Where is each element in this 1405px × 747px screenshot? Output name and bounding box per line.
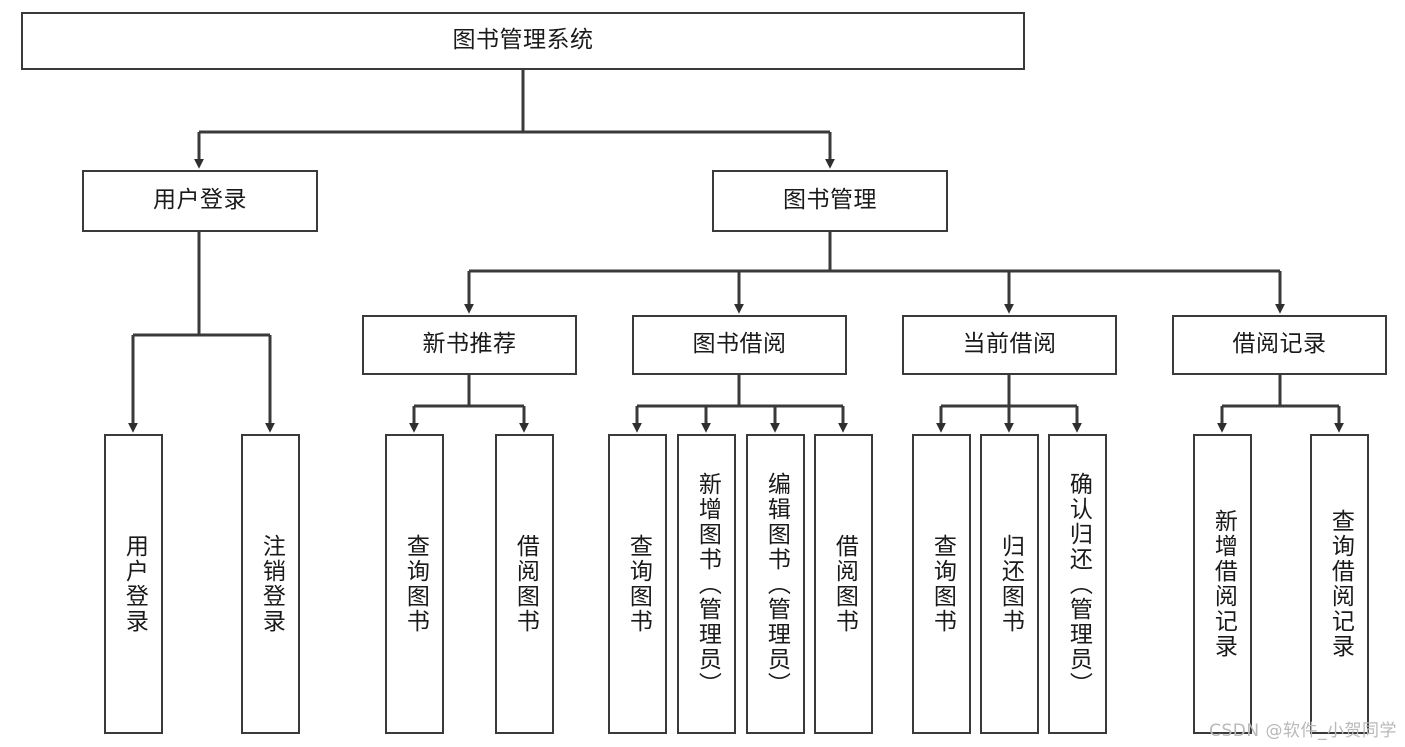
node-label: 归还图书 [997,534,1024,634]
node-label: 图书管理系统 [452,27,594,54]
node-label: 新增图书（管理员） [694,471,721,697]
node-leaf-query-record[interactable]: 查询借阅记录 [1310,434,1369,734]
node-label: 新增借阅记录 [1210,509,1237,659]
node-user-login[interactable]: 用户登录 [82,170,318,232]
node-leaf-borrow-book-2[interactable]: 借阅图书 [814,434,873,734]
node-label: 查询图书 [625,534,652,634]
node-root-book-management-system[interactable]: 图书管理系统 [21,12,1025,70]
node-leaf-query-book-1[interactable]: 查询图书 [385,434,444,734]
node-label: 注销登录 [258,534,285,634]
node-label: 编辑图书（管理员） [763,471,790,697]
node-leaf-query-book-3[interactable]: 查询图书 [912,434,971,734]
node-label: 借阅图书 [512,534,539,634]
node-label: 借阅图书 [831,534,858,634]
node-leaf-confirm-return[interactable]: 确认归还（管理员） [1048,434,1107,734]
node-label: 借阅记录 [1232,331,1327,358]
node-leaf-add-book[interactable]: 新增图书（管理员） [677,434,736,734]
node-label: 查询图书 [929,534,956,634]
node-label: 图书管理 [783,187,877,214]
node-label: 当前借阅 [962,331,1057,358]
node-label: 图书借阅 [692,331,787,358]
node-book-borrow[interactable]: 图书借阅 [632,315,847,375]
node-new-book-recommend[interactable]: 新书推荐 [362,315,577,375]
node-leaf-borrow-book-1[interactable]: 借阅图书 [495,434,554,734]
node-label: 用户登录 [121,534,148,634]
node-leaf-edit-book[interactable]: 编辑图书（管理员） [746,434,805,734]
node-leaf-add-record[interactable]: 新增借阅记录 [1193,434,1252,734]
node-label: 新书推荐 [422,331,517,358]
node-label: 用户登录 [153,187,247,214]
node-leaf-logout-login[interactable]: 注销登录 [241,434,300,734]
node-leaf-user-login[interactable]: 用户登录 [104,434,163,734]
node-leaf-return-book[interactable]: 归还图书 [980,434,1039,734]
node-label: 查询图书 [402,534,429,634]
node-borrow-record[interactable]: 借阅记录 [1172,315,1387,375]
node-current-borrow[interactable]: 当前借阅 [902,315,1117,375]
node-label: 确认归还（管理员） [1065,471,1092,697]
node-leaf-query-book-2[interactable]: 查询图书 [608,434,667,734]
node-label: 查询借阅记录 [1327,509,1354,659]
node-book-management[interactable]: 图书管理 [712,170,948,232]
